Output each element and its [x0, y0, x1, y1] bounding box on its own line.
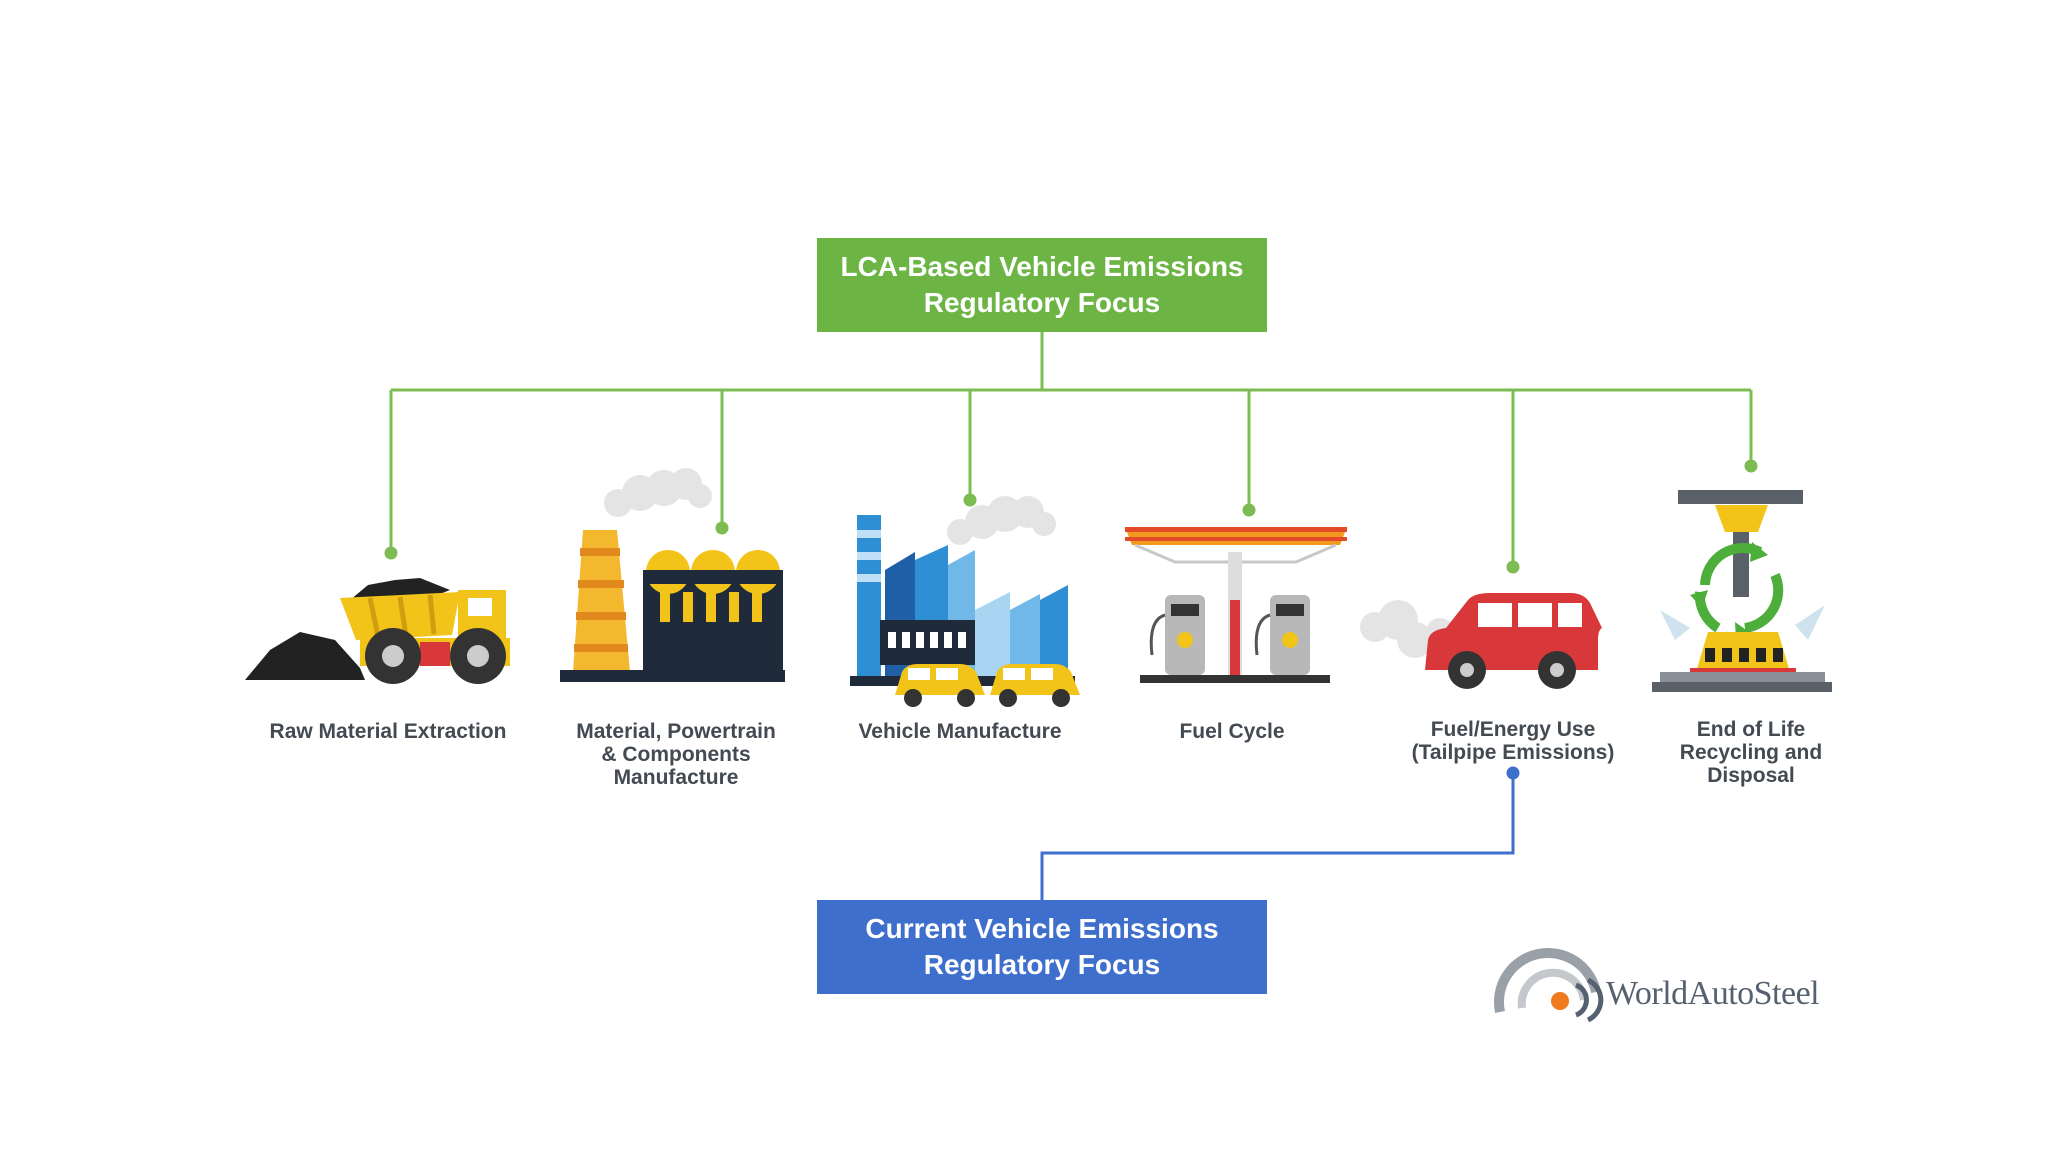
lca-regulatory-focus-box: LCA-Based Vehicle Emissions Regulatory F… — [817, 238, 1267, 332]
stage-label-raw-material: Raw Material Extraction — [269, 720, 507, 743]
green-connectors — [384, 332, 1758, 574]
worldautosteel-logo-text: WorldAutoSteel — [1606, 975, 1820, 1012]
fuel-station-icon — [1125, 527, 1347, 683]
stage-label-fuel-cycle: Fuel Cycle — [1179, 720, 1285, 743]
mining-truck-icon — [245, 578, 510, 684]
stage-label-material-powertrain: Material, Powertrain & Components Manufa… — [576, 720, 776, 789]
factory-icon — [560, 468, 785, 682]
car-factory-icon — [850, 496, 1080, 707]
stage-label-vehicle-manufacture: Vehicle Manufacture — [858, 720, 1062, 743]
current-regulatory-focus-box: Current Vehicle Emissions Regulatory Foc… — [817, 900, 1267, 994]
car-crusher-icon — [1652, 490, 1832, 692]
stage-label-fuel-energy-use: Fuel/Energy Use (Tailpipe Emissions) — [1411, 718, 1615, 764]
red-car-icon — [1360, 593, 1602, 689]
lca-regulatory-focus-text: LCA-Based Vehicle Emissions Regulatory F… — [840, 251, 1244, 318]
stage-label-end-of-life: End of Life Recycling and Disposal — [1679, 718, 1823, 787]
worldautosteel-logo-icon — [1493, 947, 1604, 1023]
blue-connector — [1040, 766, 1520, 900]
current-regulatory-focus-text: Current Vehicle Emissions Regulatory Foc… — [865, 913, 1219, 980]
